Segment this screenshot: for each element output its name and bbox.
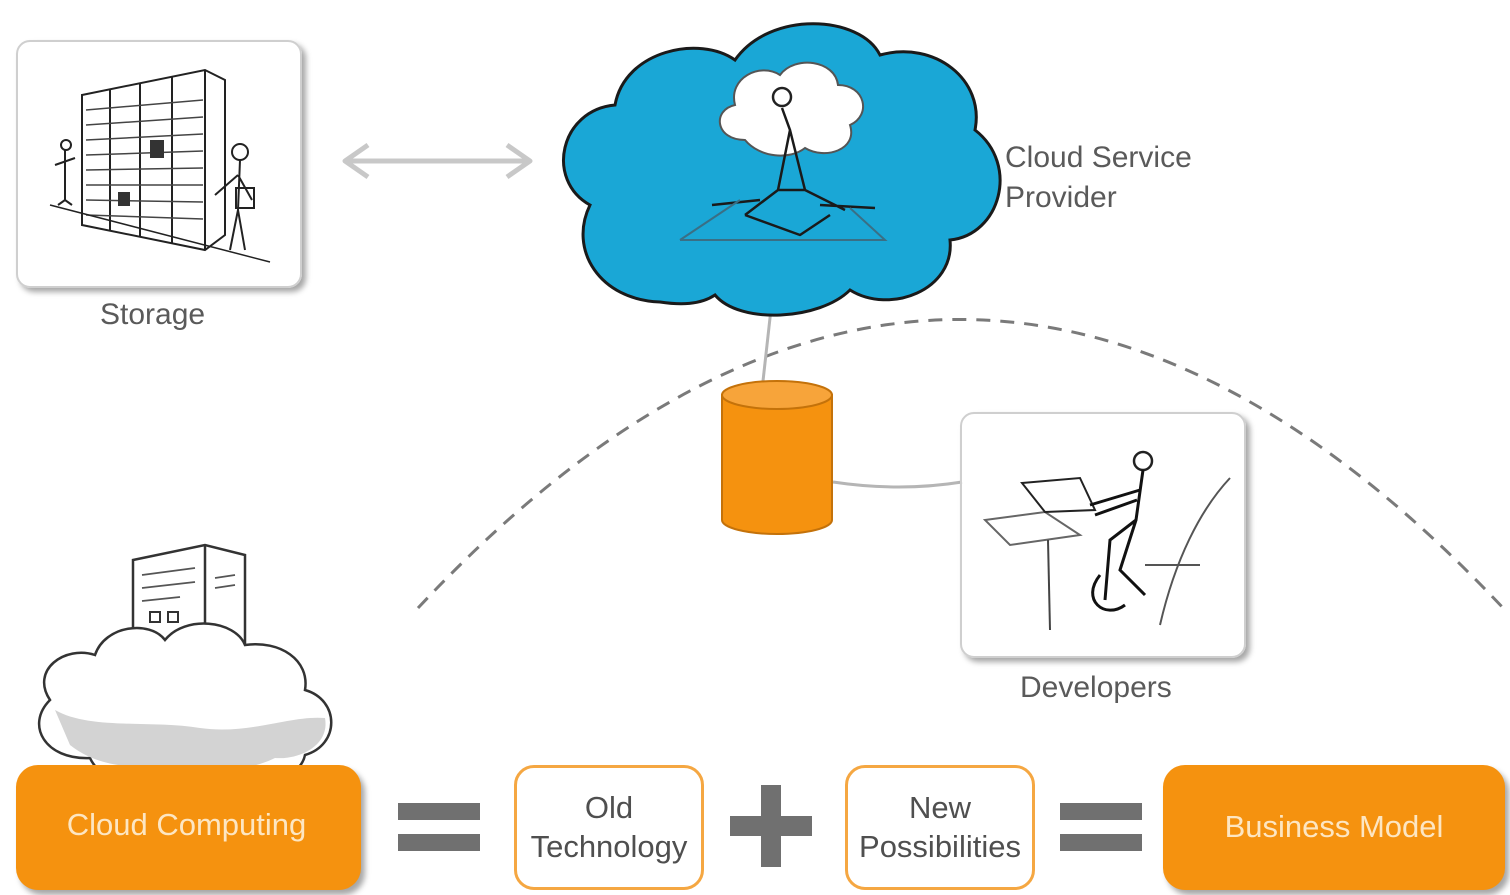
dashed-arc [416, 318, 1507, 612]
cloud-computing-box: Cloud Computing [16, 765, 361, 890]
old-technology-line1: Old [584, 789, 634, 825]
database-to-developers-line [832, 480, 963, 489]
developers-card [960, 412, 1246, 658]
database-cylinder-icon [721, 380, 833, 535]
old-technology-box: Old Technology [514, 765, 704, 890]
storage-label: Storage [100, 298, 206, 331]
developers-label: Developers [1020, 671, 1172, 704]
business-model-label: Business Model [1224, 809, 1444, 845]
business-model-box: Business Model [1163, 765, 1505, 890]
old-technology-line2: Technology [530, 828, 688, 864]
bidirectional-arrow [342, 142, 533, 180]
cloud-provider-label-line2: Provider [1005, 181, 1117, 214]
new-possibilities-line1: New [908, 789, 971, 825]
storage-card [16, 40, 302, 288]
server-racks-icon [49, 68, 271, 263]
cloud-provider-label-line1: Cloud Service [1005, 141, 1192, 174]
developer-at-laptop-icon [982, 450, 1231, 631]
cloud-server-icon [37, 543, 333, 787]
cloud-computing-label: Cloud Computing [66, 807, 307, 843]
equals-operator-2 [1060, 803, 1142, 851]
new-possibilities-line2: Possibilities [859, 828, 1021, 864]
equals-operator-1 [398, 803, 480, 851]
plus-operator [730, 785, 812, 867]
new-possibilities-box: New Possibilities [845, 765, 1035, 890]
cloud-provider-icon [562, 22, 1002, 317]
